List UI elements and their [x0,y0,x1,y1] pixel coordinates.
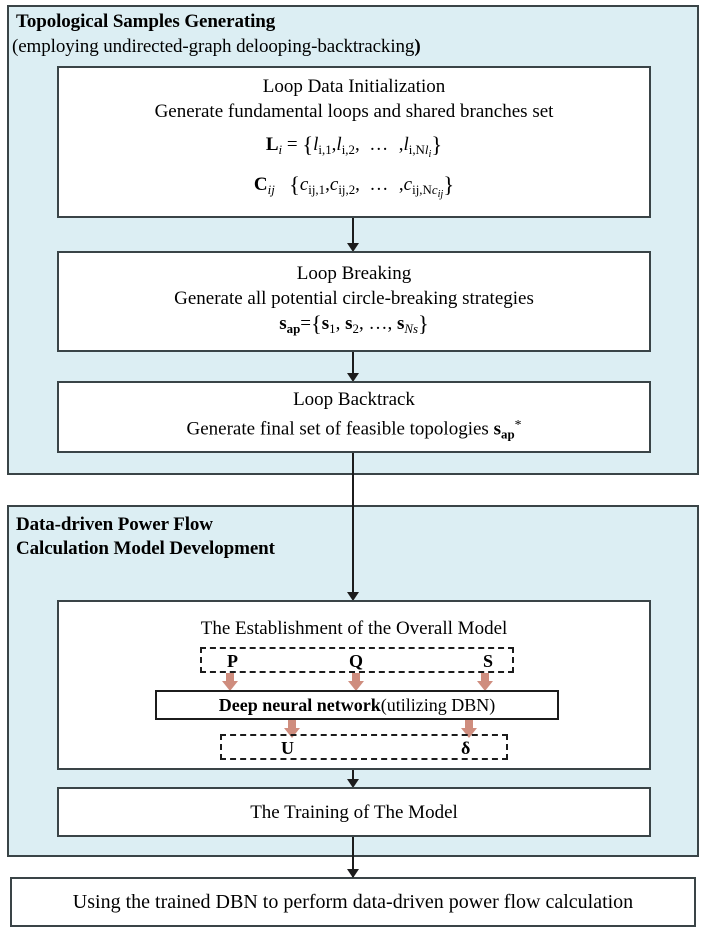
section-subtitle-close-paren: ) [414,36,421,57]
input-label-p: P [227,651,238,671]
process-box-loop-breaking[interactable]: Loop Breaking Generate all potential cir… [57,251,651,352]
deep-neural-network-box[interactable]: Deep neural network (utilizing DBN) [155,690,559,720]
overall-model-heading: The Establishment of the Overall Model [200,618,508,639]
loop-backtrack-heading: Loop Backtrack [293,389,415,411]
process-box-loop-backtrack[interactable]: Loop Backtrack Generate final set of fea… [57,381,651,453]
connector-line-breaking-to-backtrack [352,352,354,378]
connector-arrow-backtrack-to-overall-model-overlay [347,592,359,601]
flow-arrow-q-to-network [348,673,364,691]
process-box-final-calculation[interactable]: Using the trained DBN to perform data-dr… [10,877,696,927]
training-heading: The Training of The Model [250,801,458,823]
section-subtitle-topological-samples: (employing undirected-graph delooping-ba… [12,35,421,58]
loop-breaking-formula: sap={s1, s2, …, sNs} [279,311,429,337]
outputs-dashed-container [220,734,508,760]
section-title-data-driven-line1: Data-driven Power Flow [16,514,213,535]
connector-line-init-to-breaking [352,218,354,248]
flow-arrow-p-to-network [222,673,238,691]
network-label-strong: Deep neural network [218,694,381,715]
input-label-q: Q [349,651,364,671]
loop-breaking-heading: Loop Breaking [296,263,412,285]
connector-arrow-model-to-training [347,779,359,788]
loop-data-init-description: Generate fundamental loops and shared br… [154,101,554,123]
process-box-loop-data-initialization[interactable]: Loop Data Initialization Generate fundam… [57,66,651,218]
overall-model-subdiagram: P Q S Deep neural network (utilizing DBN… [59,602,649,768]
section-title-topological-samples: Topological Samples Generating [16,11,276,32]
process-box-overall-model[interactable]: The Establishment of the Overall Model P… [57,600,651,770]
input-label-s: S [483,651,494,671]
flow-arrow-network-to-u [284,720,300,738]
loop-backtrack-description: Generate final set of feasible topologie… [186,417,522,442]
section-title-data-driven-line2: Calculation Model Development [16,538,275,559]
loop-breaking-description: Generate all potential circle-breaking s… [174,288,534,310]
section-subtitle-text: (employing undirected-graph delooping-ba… [12,36,415,57]
connector-line-model-to-training [352,770,354,784]
connector-arrow-init-to-breaking [347,243,359,252]
flow-arrow-network-to-delta [461,720,477,738]
process-box-training[interactable]: The Training of The Model [57,787,651,837]
connector-line-training-to-final [352,837,354,877]
loop-data-init-formula-1: Li = {li,1,li,2, … ,li,Nli} [265,132,443,160]
output-label-delta: δ [461,738,471,758]
loop-data-init-heading: Loop Data Initialization [262,76,446,98]
final-heading: Using the trained DBN to perform data-dr… [72,890,634,913]
loop-data-init-formula-2: Cij {cij,1,cij,2, … ,cij,Ncij} [253,172,455,200]
connector-line-backtrack-to-overall-model-overlay [352,453,354,599]
network-label-rest: (utilizing DBN) [380,694,496,715]
flow-arrow-s-to-network [477,673,493,691]
output-label-u: U [281,738,294,758]
connector-arrow-breaking-to-backtrack [347,373,359,382]
inputs-dashed-container [200,647,514,673]
connector-arrow-training-to-final [347,869,359,878]
